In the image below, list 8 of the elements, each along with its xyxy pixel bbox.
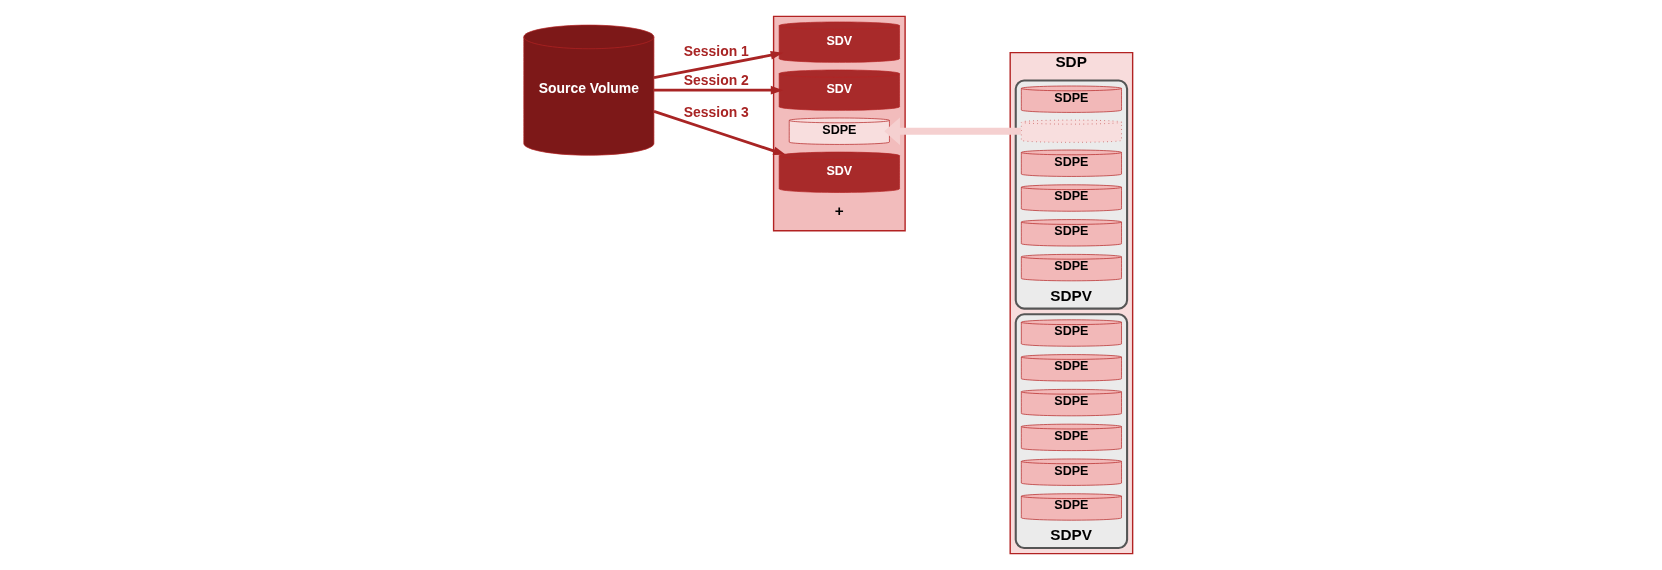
edge-label: Session 1 (683, 43, 749, 60)
arrow (884, 117, 1022, 145)
edge-label: Session 2 (683, 72, 749, 89)
label: + (834, 201, 844, 219)
edge-label: Session 3 (683, 103, 749, 120)
arrow (653, 110, 786, 156)
arrow (653, 50, 784, 80)
arrow (654, 85, 784, 95)
